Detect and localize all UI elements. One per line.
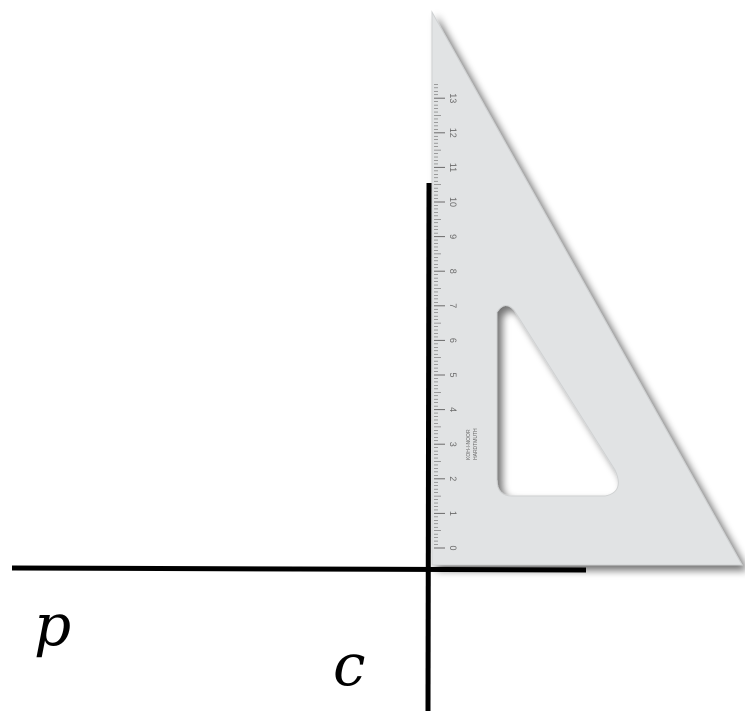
scale-number: 7 <box>448 303 458 308</box>
scale-number: 11 <box>448 163 458 172</box>
brand-line-2: HARDTMUTH <box>473 428 479 460</box>
scale-number: 0 <box>448 545 458 550</box>
brand-line-1: KOH-I-NOOR <box>466 429 472 460</box>
scale-number: 8 <box>448 269 458 274</box>
set-square-body <box>431 10 743 566</box>
ruler-ticks <box>434 84 445 549</box>
scale-number: 5 <box>448 372 458 377</box>
scale-number: 12 <box>448 128 458 138</box>
line-p <box>11 565 587 573</box>
scale-number: 9 <box>448 234 458 239</box>
scale-number: 4 <box>448 407 458 412</box>
brand-imprint: KOH-I-NOOR HARDTMUTH <box>466 428 479 460</box>
label-c: c <box>333 631 366 699</box>
scale-number: 2 <box>448 476 458 481</box>
scale-number: 10 <box>448 197 458 207</box>
scale-number: 13 <box>448 93 458 103</box>
scale-number: 3 <box>448 442 458 447</box>
line-c <box>425 182 432 712</box>
scale-number: 6 <box>448 338 458 343</box>
scale-number: 1 <box>448 511 458 516</box>
label-p: p <box>34 591 72 659</box>
